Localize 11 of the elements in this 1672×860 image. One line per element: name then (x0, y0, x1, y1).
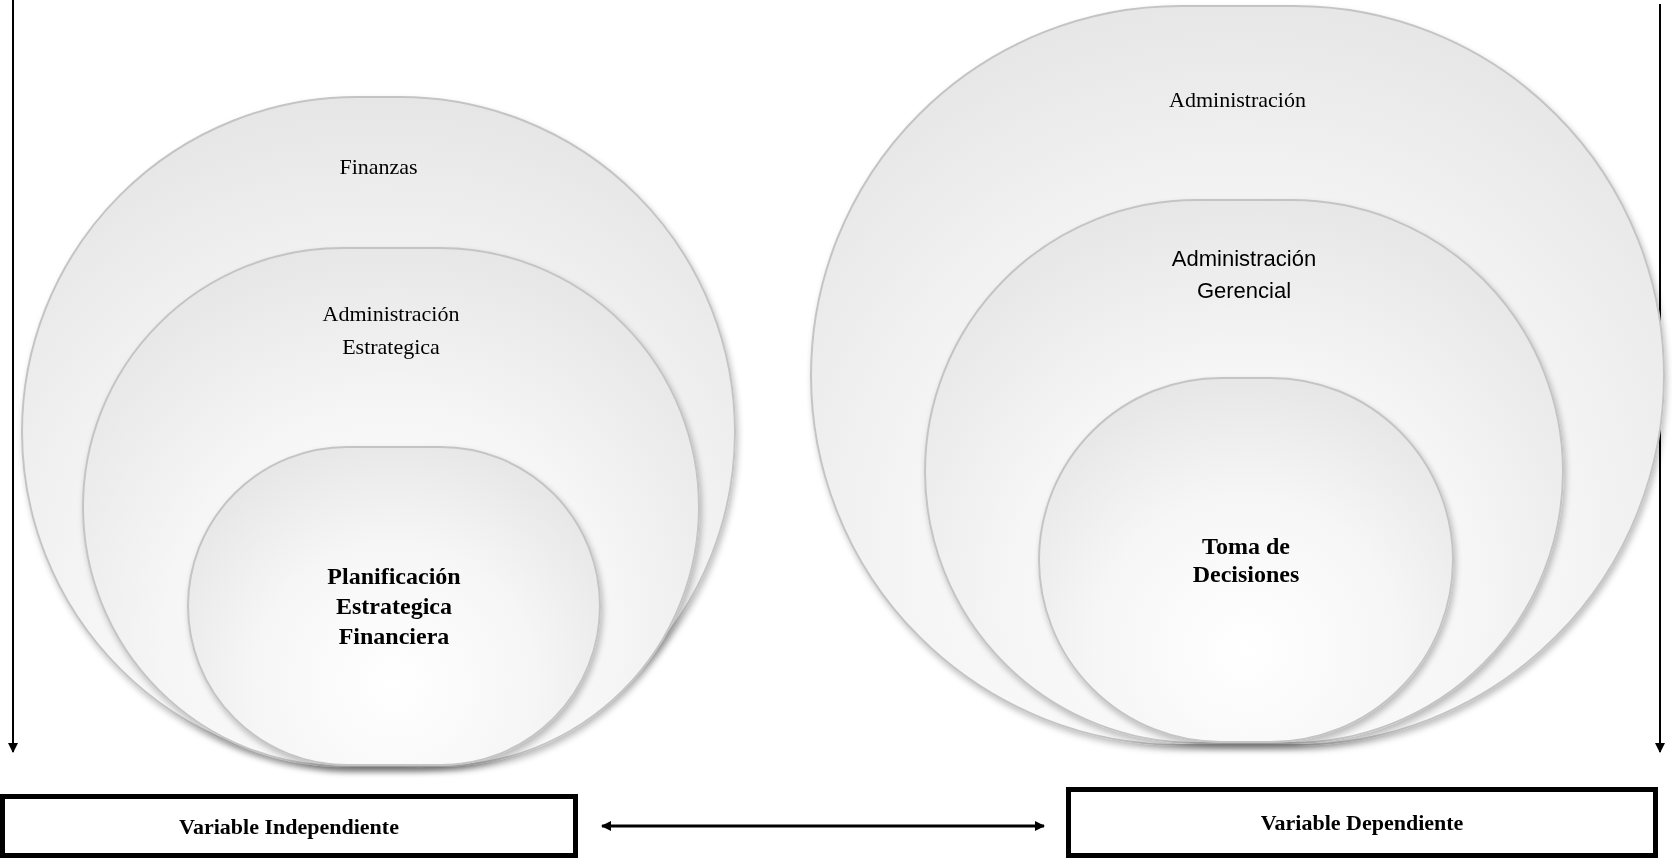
variable-box (0, 794, 578, 858)
double-arrow (601, 821, 1045, 831)
circle-label: Administración Gerencial (1170, 245, 1318, 305)
circle-label: Toma de Decisiones (1191, 532, 1301, 588)
circle-label: Administración Estrategica (321, 300, 461, 361)
box-label: Variable Dependiente (1260, 809, 1464, 837)
box-label: Variable Independiente (179, 812, 399, 841)
circle-label: Planificación Estrategica Financiera (326, 562, 462, 651)
circle-label: Finanzas (338, 153, 419, 181)
circle-label: Administración (1168, 86, 1307, 114)
variable-box (1066, 787, 1658, 858)
